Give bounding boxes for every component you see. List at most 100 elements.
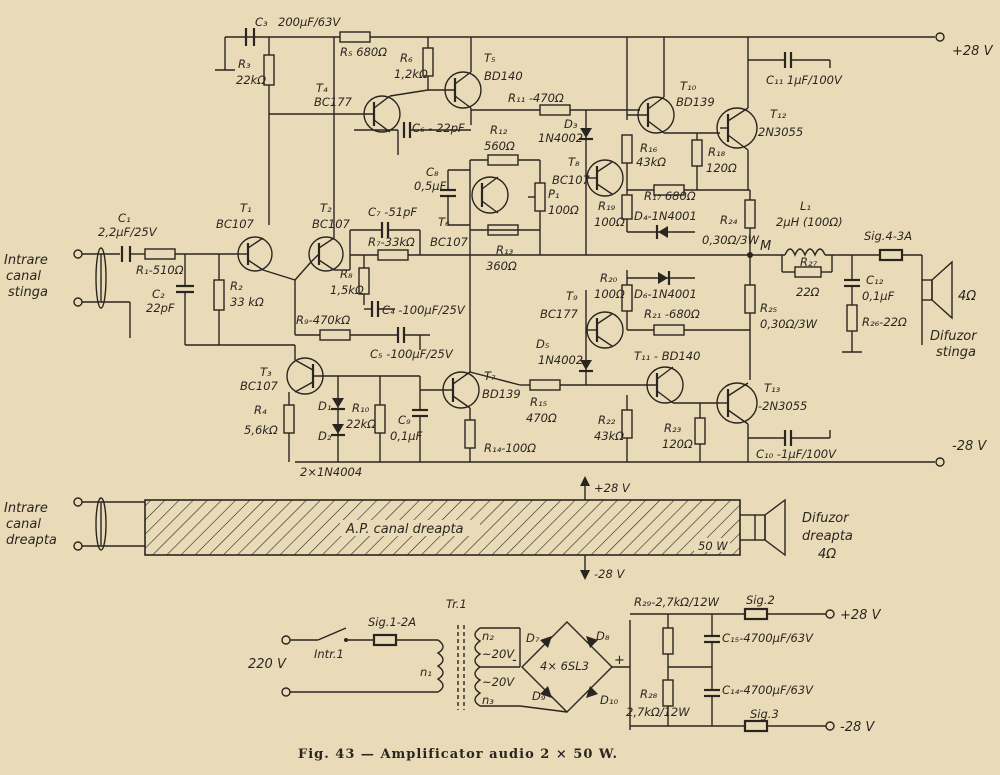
label-C5: C₅ -100μF/25V [370,347,454,361]
input-left-line2: canal [6,269,41,284]
input-left [73,246,295,346]
label-R19-value: 100Ω [594,215,625,229]
label-C10: C₁₀ -1μF/100V [756,447,837,461]
label-R9: R₉-470kΩ [296,313,350,327]
transistor-T7 [420,360,480,420]
label-R29: R₂₉-2,7kΩ/12W [634,595,720,609]
label-n1: n₁ [420,665,432,679]
speaker-left-line2: stinga [936,345,976,360]
label-R16: R₁₆ [640,141,658,155]
label-D3-type: 1N4002 [538,131,583,145]
label-R12: R₁₂ [490,123,508,137]
label-T1-type: BC107 [216,217,255,231]
speaker-right-line2: dreapta [802,529,853,544]
label-Sig2: Sig.2 [746,593,775,607]
transistor-T2 [294,37,344,281]
label-R4: R₄ [254,403,267,417]
label-T5-type: BD140 [484,69,523,83]
label-T9-type: BC177 [540,307,579,321]
label-R25: R₂₅ [760,301,778,315]
label-R7: R₇-33kΩ [368,235,415,249]
label-Sig1: Sig.1-2A [368,615,416,629]
transistor-T13 [716,382,758,462]
label-R15-value: 470Ω [526,411,557,425]
label-T13-type: -2N3055 [758,399,807,413]
label-C8: C₈ [426,165,439,179]
speaker-left-line1: Difuzor [930,329,978,344]
transistor-T4 [269,89,429,133]
label-R19: R₁₉ [598,199,616,213]
label-R18: R₁₈ [708,145,726,159]
label-T8: T₈ [568,155,580,169]
label-R21: R₂₁ -680Ω [644,307,700,321]
speaker-left-icon [921,260,953,320]
label-R17: R₁₇ 680Ω [644,189,696,203]
right-plus28: +28 V [594,481,631,495]
label-C3-value: 200μF/63V [278,15,341,29]
label-R11: R₁₁ -470Ω [508,91,564,105]
label-T3: T₃ [260,365,272,379]
label-T6-type: BC107 [430,235,469,249]
label-R1: R₁-510Ω [136,263,184,277]
input-left-line3: stinga [8,285,48,300]
label-minus28: -28 V [952,439,987,454]
label-T8-type: BC107 [552,173,591,187]
label-C7: C₇ -51pF [368,205,417,219]
label-C9: C₉ [398,413,411,427]
label-D7: D₇ [526,631,540,645]
label-C1: C₁ [118,211,131,225]
input-left-line1: Intrare [4,253,48,268]
label-R27: R₂₇ [800,255,818,269]
node-M: M [760,239,771,254]
amp-block-power: 50 W [698,539,728,553]
psu-plus28: +28 V [840,608,882,623]
label-P1-value: 100Ω [548,203,579,217]
label-C6: C₆ - 22pF [412,121,465,135]
label-v20a: ~20V [482,647,515,661]
transistor-T3 [286,345,380,405]
right-minus28: -28 V [594,567,625,581]
label-T9: T₉ [566,289,578,303]
label-D5-type: 1N4002 [538,353,583,367]
label-C12: C₁₂ [866,273,884,287]
figure-caption: Fig. 43 — Amplificator audio 2 × 50 W. [298,747,618,762]
label-C2-value: 22pF [146,301,175,315]
input-right-line1: Intrare [4,501,48,516]
label-R15: R₁₅ [530,395,548,409]
label-R10-value: 22kΩ [346,417,376,431]
label-v20b: ~20V [482,675,515,689]
label-plus: + [614,653,625,668]
terminal-minus28 [935,457,945,467]
input-right-line2: canal [6,517,41,532]
label-L1-value: 2μH (100Ω) [776,215,843,229]
label-D1D2-type: 2×1N4004 [300,465,362,479]
label-P1: P₁ [548,187,560,201]
label-C2: C₂ [152,287,165,301]
label-mains: 220 V [248,657,287,672]
label-bridge: 4× 6SL3 [540,659,589,673]
mains-input [281,627,438,697]
label-R13: R₁₃ [496,243,514,257]
label-C9-value: 0,1μF [390,429,423,443]
label-T4-type: BC177 [314,95,353,109]
label-T4: T₄ [316,81,328,95]
bridge-rectifier [519,620,631,730]
speaker-right-line1: Difuzor [802,511,850,526]
label-D9: D₉ [532,689,546,703]
label-T10: T₁₀ [680,79,697,93]
label-C1-value: 2,2μF/25V [98,225,158,239]
speaker-right-icon [754,498,786,557]
speaker-left-impedance: 4Ω [958,289,976,304]
label-R6: R₆ [400,51,413,65]
label-R26: R₂₆-22Ω [862,315,907,329]
label-R23: R₂₃ [664,421,682,435]
transistor-T9 [586,311,624,349]
amp-block-label: A.P. canal dreapta [345,522,464,537]
label-R13-value: 360Ω [486,259,517,273]
label-R12-value: 560Ω [484,139,515,153]
label-C14: C₁₄-4700μF/63V [722,683,814,697]
label-R28: R₂₈ [640,687,658,701]
label-Intr1: Intr.1 [314,647,344,661]
label-Sig4: Sig.4-3A [864,229,912,243]
label-R2: R₂ [230,279,243,293]
